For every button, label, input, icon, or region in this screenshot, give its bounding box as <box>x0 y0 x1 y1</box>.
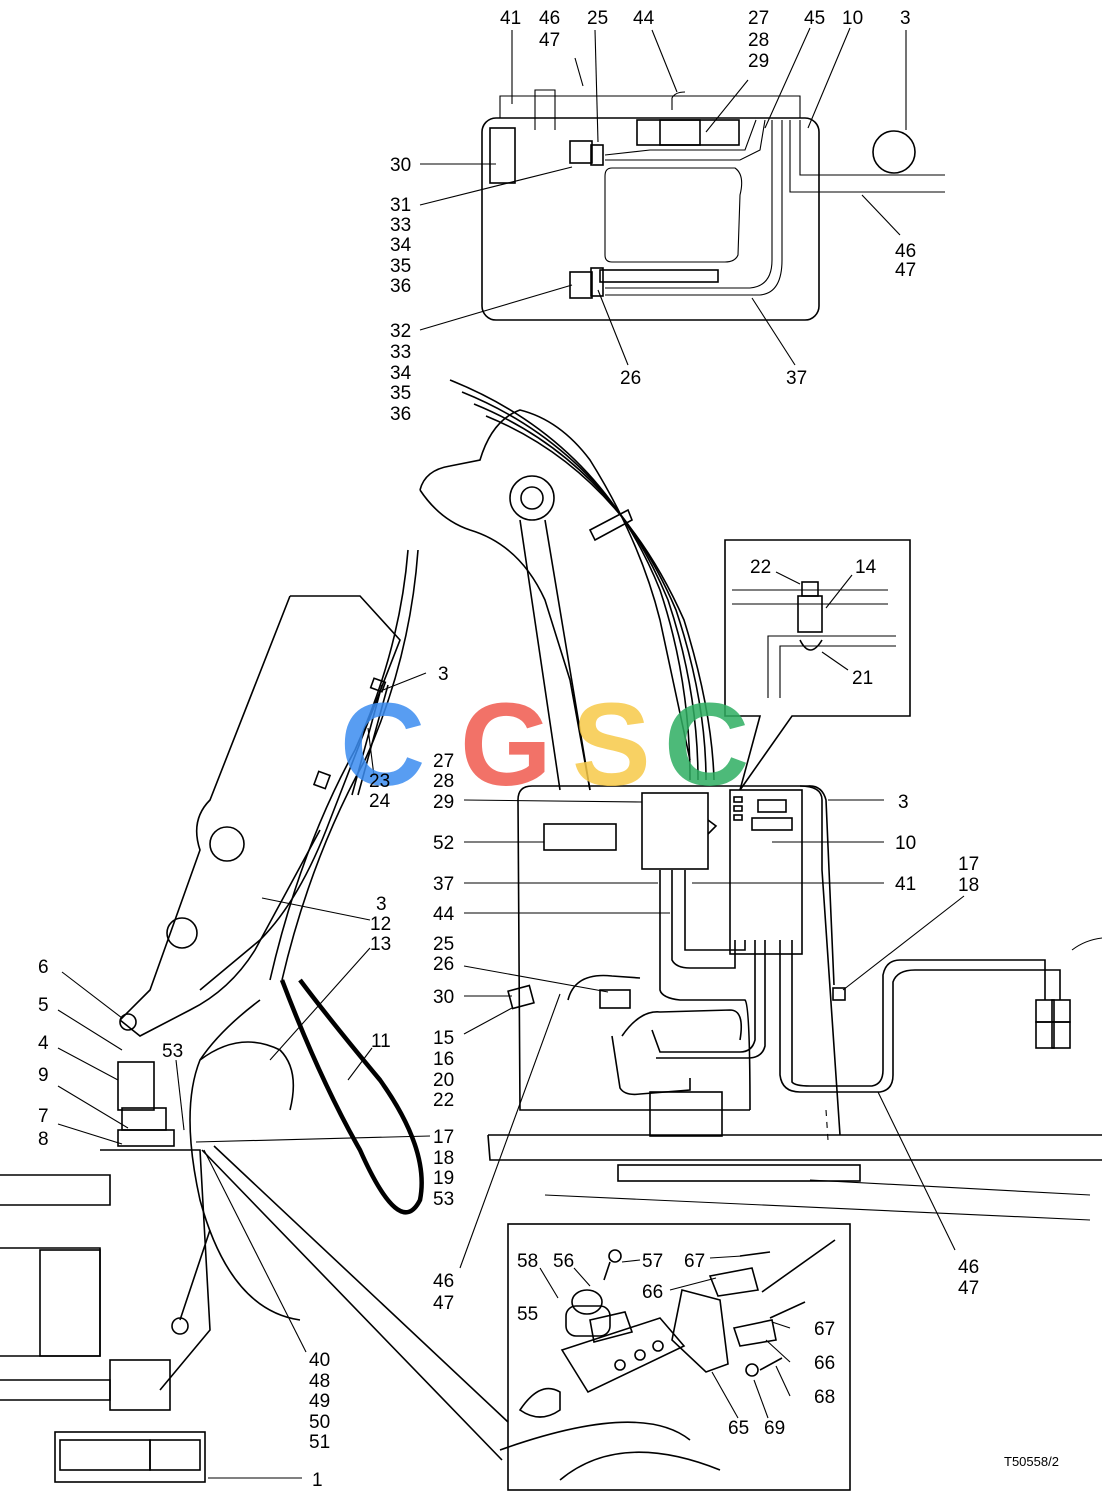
callout-51: 51 <box>309 1432 330 1453</box>
callout-3-top: 3 <box>900 8 911 29</box>
top-view-schematic <box>419 27 945 366</box>
callout-13: 13 <box>370 934 391 955</box>
watermark-letter-c1: C <box>340 679 425 811</box>
detail-view-fastener <box>724 539 911 791</box>
callout-22-mid: 22 <box>433 1090 454 1111</box>
callout-7: 7 <box>38 1106 49 1127</box>
callout-40: 40 <box>309 1350 330 1371</box>
callout-15: 15 <box>433 1028 454 1049</box>
watermark-cgsc: C G S C <box>340 679 749 811</box>
callout-23: 23 <box>369 771 390 792</box>
callout-25-top: 25 <box>587 8 608 29</box>
callout-47-lower-right: 47 <box>958 1278 979 1299</box>
callout-67-b: 67 <box>814 1319 835 1340</box>
callout-3-hose: 3 <box>376 894 387 915</box>
callout-32: 32 <box>390 321 411 342</box>
callout-35-b: 35 <box>390 383 411 404</box>
watermark-letter-s: S <box>572 679 651 811</box>
callout-17-left: 17 <box>433 1127 454 1148</box>
callout-35-a: 35 <box>390 256 411 277</box>
callout-26-mid: 26 <box>433 954 454 975</box>
callout-66-a: 66 <box>642 1282 663 1303</box>
callout-10-mid: 10 <box>895 833 916 854</box>
callout-28-top: 28 <box>748 30 769 51</box>
callout-1: 1 <box>312 1470 323 1491</box>
machine-outline <box>0 379 1102 1483</box>
callout-24: 24 <box>369 791 391 812</box>
callout-68: 68 <box>814 1387 835 1408</box>
callout-29-top: 29 <box>748 51 769 72</box>
callout-58: 58 <box>517 1251 538 1272</box>
callout-37-mid: 37 <box>433 874 454 895</box>
callout-18-left: 18 <box>433 1148 454 1169</box>
callout-33-b: 33 <box>390 342 411 363</box>
callout-66-b: 66 <box>814 1353 835 1374</box>
callout-41-top: 41 <box>500 8 521 29</box>
callout-56: 56 <box>553 1251 574 1272</box>
callout-36-b: 36 <box>390 404 411 425</box>
callout-57: 57 <box>642 1251 663 1272</box>
callout-9: 9 <box>38 1065 49 1086</box>
callout-47-top: 47 <box>539 30 560 51</box>
watermark-letter-c2: C <box>664 679 749 811</box>
callout-30-mid: 30 <box>433 987 454 1008</box>
callout-47-lower-left: 47 <box>433 1293 454 1314</box>
callout-22-detail: 22 <box>750 557 771 578</box>
drawing-reference: T50558/2 <box>1004 1454 1059 1469</box>
callout-10-top: 10 <box>842 8 863 29</box>
callout-46-lower-left: 46 <box>433 1271 454 1292</box>
callout-44-top: 44 <box>633 8 655 29</box>
callout-17-mid: 17 <box>958 854 979 875</box>
callout-46-top-right: 46 <box>895 241 916 262</box>
watermark-letter-g: G <box>460 679 552 811</box>
callout-26-top: 26 <box>620 368 641 389</box>
callout-52: 52 <box>433 833 454 854</box>
callout-65: 65 <box>728 1418 749 1439</box>
callout-44-mid: 44 <box>433 904 455 925</box>
callout-46-top: 46 <box>539 8 560 29</box>
callout-3-arm: 3 <box>438 664 449 685</box>
callout-4: 4 <box>38 1033 49 1054</box>
callout-34-b: 34 <box>390 363 412 384</box>
callout-36-a: 36 <box>390 276 411 297</box>
callout-27-top: 27 <box>748 8 769 29</box>
inset-clamp-assembly <box>201 1145 851 1491</box>
callout-46-lower-right: 46 <box>958 1257 979 1278</box>
callout-3-cab: 3 <box>898 792 909 813</box>
callout-labels: 41 46 47 25 44 27 28 29 45 10 3 30 31 33… <box>38 8 1059 1491</box>
callout-21-detail: 21 <box>852 668 873 689</box>
callout-30-top: 30 <box>390 155 411 176</box>
callout-29-mid: 29 <box>433 792 454 813</box>
callout-49: 49 <box>309 1391 330 1412</box>
callout-50: 50 <box>309 1412 330 1433</box>
callout-37-top: 37 <box>786 368 807 389</box>
callout-12: 12 <box>370 914 391 935</box>
callout-6: 6 <box>38 957 49 978</box>
callout-27-mid: 27 <box>433 751 454 772</box>
callout-55: 55 <box>517 1304 538 1325</box>
callout-67-a: 67 <box>684 1251 705 1272</box>
callout-5: 5 <box>38 995 49 1016</box>
callout-53-right: 53 <box>433 1189 454 1210</box>
callout-19: 19 <box>433 1168 454 1189</box>
callout-53-left: 53 <box>162 1041 183 1062</box>
callout-33-a: 33 <box>390 215 411 236</box>
callout-45-top: 45 <box>804 8 825 29</box>
callout-48: 48 <box>309 1371 330 1392</box>
callout-16: 16 <box>433 1049 454 1070</box>
callout-14-detail: 14 <box>855 557 877 578</box>
callout-8: 8 <box>38 1129 49 1150</box>
callout-47-top-right: 47 <box>895 260 916 281</box>
callout-41-mid: 41 <box>895 874 916 895</box>
callout-25-mid: 25 <box>433 934 454 955</box>
leader-lines <box>57 672 965 1479</box>
callout-11: 11 <box>371 1031 391 1052</box>
callout-69: 69 <box>764 1418 785 1439</box>
callout-20: 20 <box>433 1070 454 1091</box>
callout-34-a: 34 <box>390 235 412 256</box>
callout-28-mid: 28 <box>433 771 454 792</box>
callout-18-mid: 18 <box>958 875 979 896</box>
callout-31: 31 <box>390 195 411 216</box>
